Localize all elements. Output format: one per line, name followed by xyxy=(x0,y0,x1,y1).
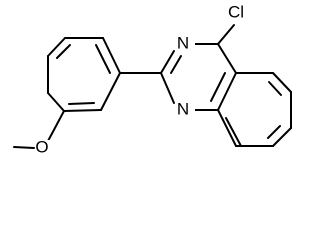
bond xyxy=(272,127,292,147)
bond xyxy=(100,72,121,111)
nitrogen-top-label-background xyxy=(177,36,195,52)
aromatic-inner-bond xyxy=(68,102,95,105)
chemical-structure-diagram: O xyxy=(13,2,292,155)
aromatic-inner-bond xyxy=(267,125,281,139)
bond xyxy=(217,109,237,147)
c-cl-bond xyxy=(217,24,235,45)
nitrogen-bottom-atom-label: N xyxy=(177,99,189,118)
nitrogen-bottom-label-background xyxy=(177,102,195,118)
bond xyxy=(13,146,35,149)
bond xyxy=(102,37,121,74)
oxygen-label-background xyxy=(35,140,53,155)
oxygen-atom-label: O xyxy=(35,137,48,155)
chlorine-atom-label: Cl xyxy=(228,2,244,21)
bond xyxy=(272,72,292,93)
aromatic-inner-bond xyxy=(225,117,242,147)
bond xyxy=(217,43,237,74)
methoxyphenyl-ring xyxy=(47,37,121,112)
aromatic-inner-bond xyxy=(170,55,182,74)
bond xyxy=(47,110,65,142)
bond xyxy=(63,109,102,112)
aromatic-inner-bond xyxy=(95,44,111,74)
aromatic-inner-bond xyxy=(56,44,71,59)
methoxy-group: O xyxy=(13,110,65,155)
chlorine-label-background xyxy=(224,4,252,21)
quinazoline-ring-system: N N Cl xyxy=(160,2,292,147)
bond xyxy=(217,72,237,111)
bond xyxy=(160,50,175,74)
aromatic-inner-bond xyxy=(210,72,226,102)
bond xyxy=(160,72,175,104)
bond xyxy=(47,37,66,57)
nitrogen-top-atom-label: N xyxy=(177,33,189,52)
aromatic-inner-bond xyxy=(268,81,282,96)
structure-svg: O xyxy=(13,2,292,155)
bond xyxy=(47,92,65,112)
